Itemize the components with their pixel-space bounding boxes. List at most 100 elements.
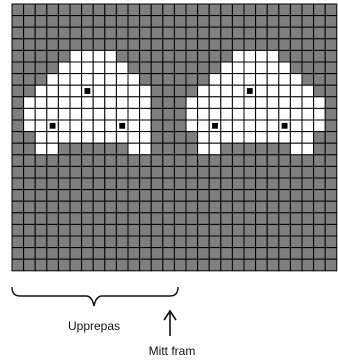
background-stitch [150, 223, 164, 237]
background-stitch [278, 247, 291, 260]
motif-stitch [185, 96, 199, 109]
background-stitch [220, 38, 233, 51]
background-stitch [278, 3, 291, 17]
background-stitch [23, 154, 36, 167]
background-stitch [69, 258, 83, 272]
background-stitch [92, 223, 106, 237]
background-stitch [173, 107, 187, 121]
background-stitch [139, 38, 152, 51]
background-stitch [139, 3, 152, 17]
background-stitch [150, 200, 164, 214]
background-stitch [150, 212, 164, 225]
motif-stitch [139, 84, 152, 98]
motif-stitch [231, 61, 245, 75]
background-stitch [57, 189, 71, 202]
background-stitch [150, 26, 164, 40]
background-stitch [115, 49, 129, 63]
background-stitch [220, 223, 233, 237]
background-stitch [11, 200, 25, 214]
background-stitch [185, 200, 199, 214]
motif-stitch [266, 84, 280, 98]
background-stitch [231, 235, 245, 249]
background-stitch [278, 26, 291, 40]
background-stitch [243, 258, 257, 272]
background-stitch [255, 26, 268, 40]
background-stitch [278, 15, 291, 28]
background-stitch [46, 154, 59, 167]
background-stitch [255, 165, 268, 179]
background-stitch [324, 15, 338, 28]
motif-stitch [231, 96, 245, 109]
motif-stitch [266, 107, 280, 121]
background-stitch [11, 84, 25, 98]
background-stitch [289, 49, 303, 63]
background-stitch [11, 3, 25, 17]
background-stitch [162, 223, 175, 237]
motif-stitch [266, 119, 280, 133]
background-stitch [92, 15, 106, 28]
background-stitch [127, 26, 141, 40]
background-stitch [231, 177, 245, 191]
motif-stitch [266, 61, 280, 75]
background-stitch [57, 3, 71, 17]
background-stitch [289, 200, 303, 214]
background-stitch [243, 235, 257, 249]
background-stitch [46, 258, 59, 272]
dot-stitch [84, 88, 91, 94]
background-stitch [104, 142, 117, 156]
background-stitch [301, 154, 315, 167]
background-stitch [150, 84, 164, 98]
motif-stitch [127, 84, 141, 98]
background-stitch [289, 177, 303, 191]
motif-stitch [104, 84, 117, 98]
motif-stitch [139, 107, 152, 121]
background-stitch [185, 142, 199, 156]
background-stitch [324, 107, 338, 121]
background-stitch [34, 38, 48, 51]
background-stitch [23, 223, 36, 237]
background-stitch [185, 223, 199, 237]
background-stitch [208, 61, 222, 75]
motif-stitch [301, 119, 315, 133]
background-stitch [69, 223, 83, 237]
motif-stitch [220, 84, 233, 98]
background-stitch [208, 26, 222, 40]
background-stitch [289, 235, 303, 249]
background-stitch [278, 49, 291, 63]
background-stitch [104, 38, 117, 51]
motif-stitch [81, 107, 94, 121]
background-stitch [324, 189, 338, 202]
motif-stitch [220, 131, 233, 144]
motif-stitch [301, 142, 315, 156]
background-stitch [23, 200, 36, 214]
background-stitch [255, 177, 268, 191]
background-stitch [243, 165, 257, 179]
background-stitch [11, 73, 25, 86]
motif-stitch [278, 131, 291, 144]
background-stitch [34, 3, 48, 17]
background-stitch [11, 177, 25, 191]
background-stitch [278, 258, 291, 272]
motif-stitch [92, 119, 106, 133]
background-stitch [301, 3, 315, 17]
motif-stitch [243, 61, 257, 75]
motif-stitch [208, 73, 222, 86]
background-stitch [92, 38, 106, 51]
background-stitch [220, 15, 233, 28]
background-stitch [255, 189, 268, 202]
dot-stitch [281, 122, 288, 129]
background-stitch [162, 165, 175, 179]
background-stitch [173, 247, 187, 260]
background-stitch [289, 189, 303, 202]
background-stitch [313, 212, 326, 225]
background-stitch [162, 61, 175, 75]
background-stitch [57, 26, 71, 40]
background-stitch [104, 223, 117, 237]
motif-stitch [92, 107, 106, 121]
background-stitch [208, 15, 222, 28]
background-stitch [127, 200, 141, 214]
background-stitch [23, 189, 36, 202]
background-stitch [266, 26, 280, 40]
motif-stitch [266, 73, 280, 86]
